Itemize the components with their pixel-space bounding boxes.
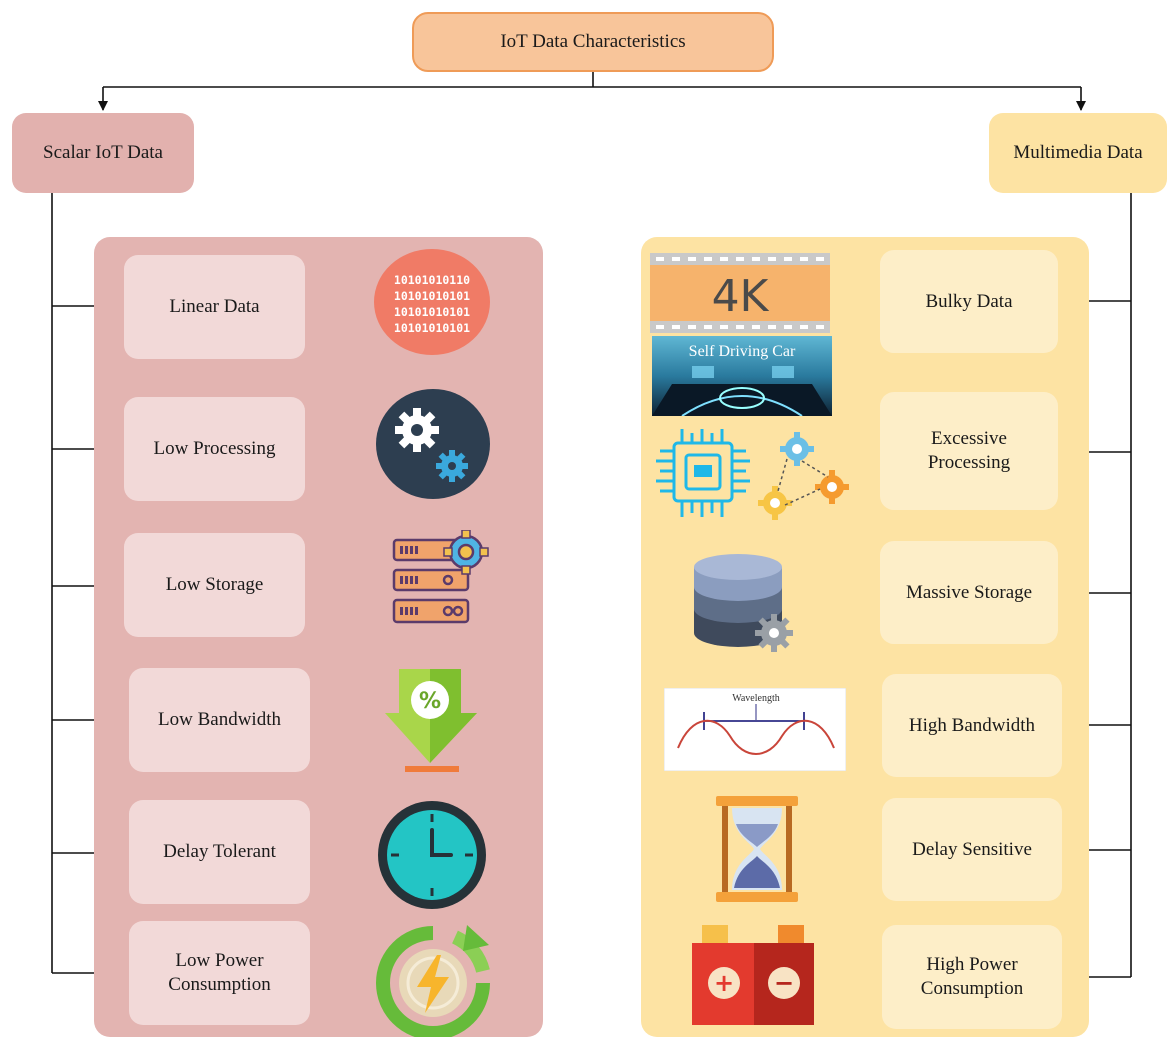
percent-down-arrow-icon: % (385, 669, 477, 772)
processor-gears-icon (656, 429, 849, 520)
battery-minus: − (774, 969, 794, 997)
binary-row: 10101010110 (394, 273, 470, 287)
wavelength-icon: Wavelength (664, 688, 846, 771)
scalar-title: Scalar IoT Data (43, 142, 163, 164)
clock-icon (378, 801, 486, 909)
root-node: IoT Data Characteristics (412, 12, 774, 72)
database-gear-icon (694, 554, 793, 652)
4k-video-icon: 4K (650, 253, 830, 333)
scalar-item-low-power: Low Power Consumption (129, 921, 310, 1025)
percent-symbol: % (419, 689, 441, 714)
item-label: Low Storage (165, 574, 264, 596)
multimedia-node: Multimedia Data (989, 113, 1167, 193)
gears-icon (376, 389, 490, 499)
item-label: Bulky Data (925, 290, 1013, 312)
scalar-item-linear-data: Linear Data (124, 255, 305, 359)
binary-row: 10101010101 (394, 305, 470, 319)
item-label: Delay Sensitive (912, 838, 1032, 860)
server-gear-icon (392, 530, 489, 624)
item-label: Linear Data (169, 296, 260, 318)
self-driving-car-image: Self Driving Car (652, 336, 832, 416)
binary-icon: 10101010110 10101010101 10101010101 1010… (374, 249, 490, 355)
scalar-item-low-bandwidth: Low Bandwidth (129, 668, 310, 772)
car-caption: Self Driving Car (689, 343, 796, 360)
scalar-item-low-storage: Low Storage (124, 533, 305, 637)
battery-icon: + − (692, 925, 814, 1025)
item-label: Low Processing (153, 438, 276, 460)
multimedia-title: Multimedia Data (1013, 142, 1143, 164)
binary-row: 10101010101 (394, 289, 470, 303)
hourglass-icon (716, 796, 798, 902)
multimedia-item-massive-storage: Massive Storage (880, 541, 1058, 644)
item-label: Excessive Processing (927, 428, 1011, 473)
binary-row: 10101010101 (394, 321, 470, 335)
scalar-item-low-processing: Low Processing (124, 397, 305, 501)
item-label: Low Power Consumption (168, 950, 271, 995)
energy-cycle-icon (376, 925, 490, 1037)
multimedia-item-excessive-processing: Excessive Processing (880, 392, 1058, 510)
item-label: High Bandwidth (908, 714, 1036, 736)
wavelength-caption: Wavelength (732, 693, 780, 704)
battery-plus: + (714, 969, 734, 997)
root-label: IoT Data Characteristics (500, 31, 686, 53)
multimedia-item-delay-sensitive: Delay Sensitive (882, 798, 1062, 901)
scalar-item-delay-tolerant: Delay Tolerant (129, 800, 310, 904)
item-label: Low Bandwidth (158, 709, 281, 731)
item-label: High Power Consumption (920, 954, 1024, 999)
multimedia-item-high-power: High Power Consumption (882, 925, 1062, 1029)
item-label: Delay Tolerant (163, 841, 276, 863)
item-label: Massive Storage (905, 581, 1033, 603)
scalar-node: Scalar IoT Data (12, 113, 194, 193)
multimedia-item-bulky-data: Bulky Data (880, 250, 1058, 353)
4k-badge: 4K (712, 271, 770, 322)
multimedia-item-high-bandwidth: High Bandwidth (882, 674, 1062, 777)
